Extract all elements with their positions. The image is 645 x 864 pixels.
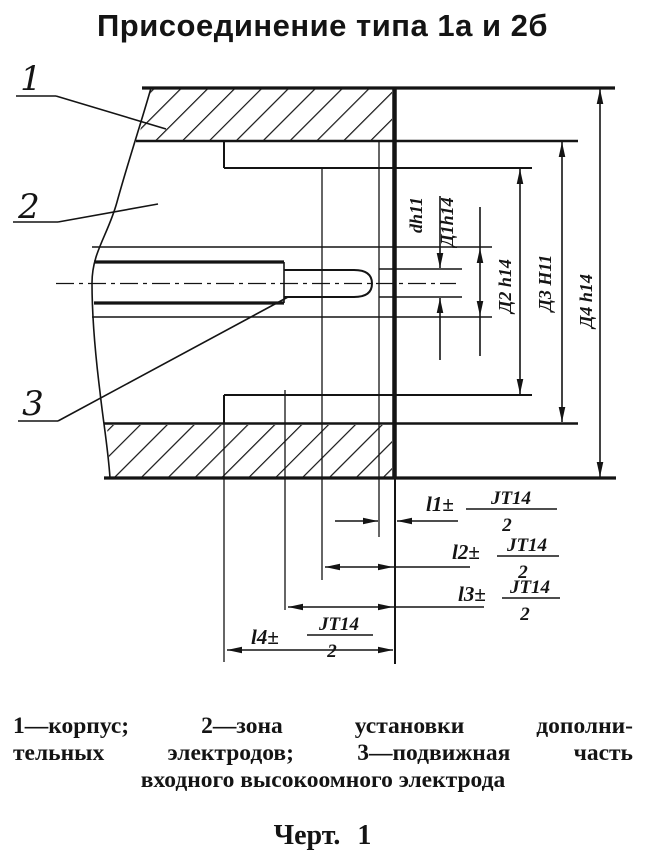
leader-2-line	[57, 203, 159, 223]
dim-d4-arrow-bottom	[596, 462, 604, 477]
length-dimensions: l1± JT14 2 l2± JT14 2 l3± JT14	[227, 488, 560, 662]
electrode	[56, 260, 456, 305]
dim-d4: Д4 h14	[576, 89, 604, 477]
dim-l2-tol-num: JT14	[506, 535, 547, 556]
dim-d3-arrow-top	[558, 142, 566, 157]
dim-l3-arrow-left	[288, 603, 303, 611]
dim-d3-label: Д3 H11	[535, 255, 555, 314]
body-outline	[91, 86, 616, 480]
dim-d4-label: Д4 h14	[576, 274, 596, 330]
dim-l3: l3± JT14 2	[288, 577, 560, 625]
dim-l4-tol-den: 2	[326, 641, 337, 662]
dim-d: dh11	[406, 196, 444, 360]
diameter-dimensions: dh11 Д1h14 Д2 h14 Д3 H11	[406, 89, 604, 477]
dim-l1-arrow-left	[363, 517, 378, 525]
dim-l2-arrow-left	[325, 563, 340, 571]
dim-l4-label: l4±	[251, 625, 279, 649]
page-title: Присоединение типа 1а и 2б	[97, 8, 548, 43]
leader-3-line	[57, 296, 289, 422]
dim-l2-arrow-right	[378, 563, 393, 571]
dim-l4-tol-num: JT14	[318, 614, 359, 635]
part-ref-2: 2	[17, 187, 40, 227]
dim-d1-arrow-top	[476, 248, 484, 263]
dim-l2: l2± JT14 2	[325, 535, 559, 583]
extension-lines	[223, 142, 462, 664]
leader-3: 3	[18, 296, 289, 424]
dim-d-arrow-upper	[436, 253, 444, 268]
dim-d-label: dh11	[406, 197, 426, 233]
leader-2: 2	[13, 187, 159, 227]
dim-d1-label: Д1h14	[437, 197, 457, 248]
figure-number: Черт. 1	[273, 820, 372, 851]
dim-d-arrow-lower	[436, 298, 444, 313]
dim-l3-label: l3±	[458, 582, 486, 606]
caption-line-1: 1—корпус; 2—зона установки дополни-	[13, 713, 633, 739]
electrode-rod	[284, 269, 374, 298]
dim-l2-tol-den: 2	[517, 562, 528, 583]
caption-line-2: тельных электродов; 3—подвижная часть	[13, 740, 633, 766]
part-ref-3: 3	[22, 384, 44, 424]
lower-wall-hatch	[107, 425, 392, 477]
dim-l4-arrow-left	[227, 646, 242, 654]
dim-d3-arrow-bottom	[558, 407, 566, 422]
section-hatching	[107, 89, 392, 477]
upper-wall-hatch	[138, 89, 392, 140]
dim-d1: Д1h14	[437, 197, 484, 356]
dim-l1-arrow-right	[397, 517, 412, 525]
leader-1-line	[55, 95, 167, 130]
dim-l3-tol-den: 2	[519, 604, 530, 625]
dim-d1-arrow-bottom	[476, 301, 484, 316]
dim-l1-label: l1±	[426, 492, 454, 516]
dim-d3: Д3 H11	[535, 142, 566, 422]
dim-l3-tol-num: JT14	[509, 577, 550, 598]
dim-d4-arrow-top	[596, 89, 604, 104]
part-ref-1: 1	[20, 59, 42, 99]
dim-l1-tol-den: 2	[501, 515, 512, 536]
dim-d2: Д2 h14	[495, 169, 524, 394]
dim-d2-label: Д2 h14	[495, 259, 515, 315]
dim-l2-label: l2±	[452, 540, 480, 564]
leader-1: 1	[16, 59, 167, 130]
caption-line-3: входного высокоомного электрода	[140, 767, 506, 793]
dim-l4: l4± JT14 2	[227, 614, 393, 662]
dim-l4-arrow-right	[378, 646, 393, 654]
dim-l3-arrow-right	[378, 603, 393, 611]
dim-l1: l1± JT14 2	[335, 488, 557, 536]
dim-d2-arrow-top	[516, 169, 524, 184]
dim-l1-tol-num: JT14	[490, 488, 531, 509]
dim-d2-arrow-bottom	[516, 379, 524, 394]
